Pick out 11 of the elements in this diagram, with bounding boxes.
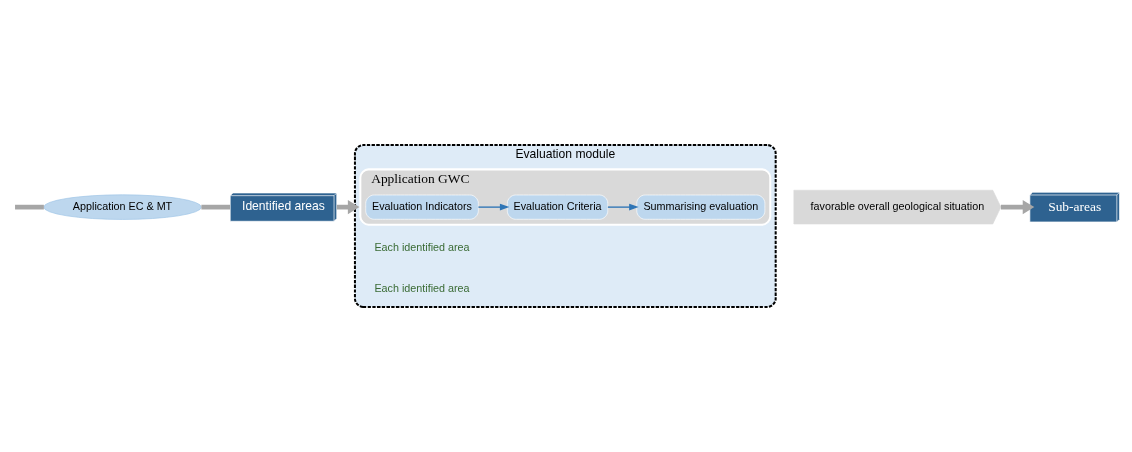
- node-box: Evaluation Criteria: [507, 194, 609, 220]
- arrow: [477, 203, 510, 211]
- connector: [201, 204, 231, 210]
- node-box: Evaluation Indicators: [365, 194, 479, 220]
- node-ellipse: Application EC & MT: [43, 194, 202, 220]
- node-box: Summarising evaluation: [636, 194, 766, 220]
- arrow: [607, 203, 639, 211]
- label: Each identified area: [374, 240, 470, 253]
- label: Each identified area: [374, 281, 470, 294]
- arrow: [1000, 200, 1035, 215]
- connector: [15, 204, 44, 210]
